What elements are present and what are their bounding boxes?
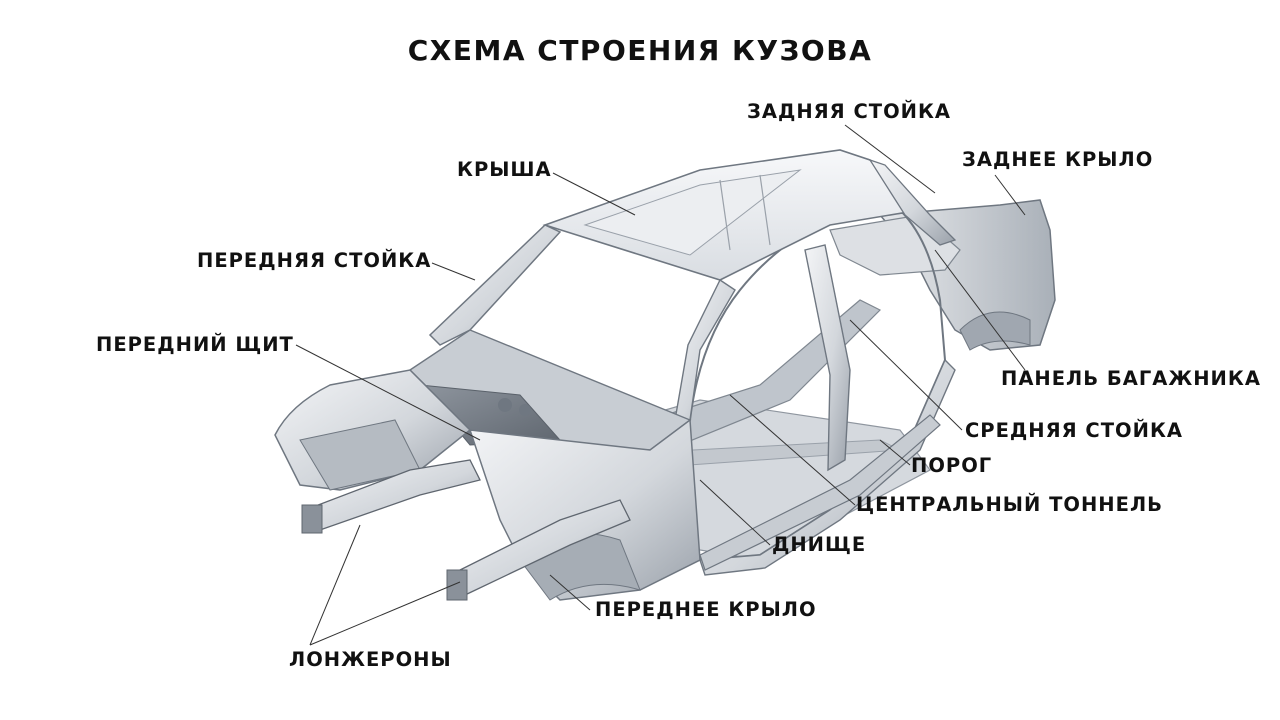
roof <box>542 149 922 281</box>
side-members <box>301 459 631 601</box>
sill <box>699 414 941 571</box>
label-b-pillar: СРЕДНЯЯ СТОЙКА <box>965 419 1183 442</box>
leader-lines <box>295 124 1026 646</box>
label-sill: ПОРОГ <box>911 454 993 477</box>
label-floor: ДНИЩЕ <box>772 533 867 556</box>
label-center-tunnel: ЦЕНТРАЛЬНЫЙ ТОННЕЛЬ <box>856 493 1164 516</box>
label-front-fender: ПЕРЕДНЕЕ КРЫЛО <box>595 598 817 621</box>
diagram-title: СХЕМА СТРОЕНИЯ КУЗОВА <box>407 34 873 67</box>
label-firewall: ПЕРЕДНИЙ ЩИТ <box>96 333 294 356</box>
label-trunk-panel: ПАНЕЛЬ БАГАЖНИКА <box>1001 367 1261 390</box>
a-pillar <box>428 224 736 421</box>
label-roof: КРЫША <box>457 158 552 181</box>
label-a-pillar: ПЕРЕДНЯЯ СТОЙКА <box>197 249 432 272</box>
b-pillar <box>804 244 851 472</box>
c-pillar <box>868 158 957 246</box>
label-rear-fender: ЗАДНЕЕ КРЫЛО <box>962 148 1154 171</box>
front-structure <box>274 369 472 491</box>
label-c-pillar: ЗАДНЯЯ СТОЙКА <box>747 100 951 123</box>
label-side-members: ЛОНЖЕРОНЫ <box>289 648 452 671</box>
